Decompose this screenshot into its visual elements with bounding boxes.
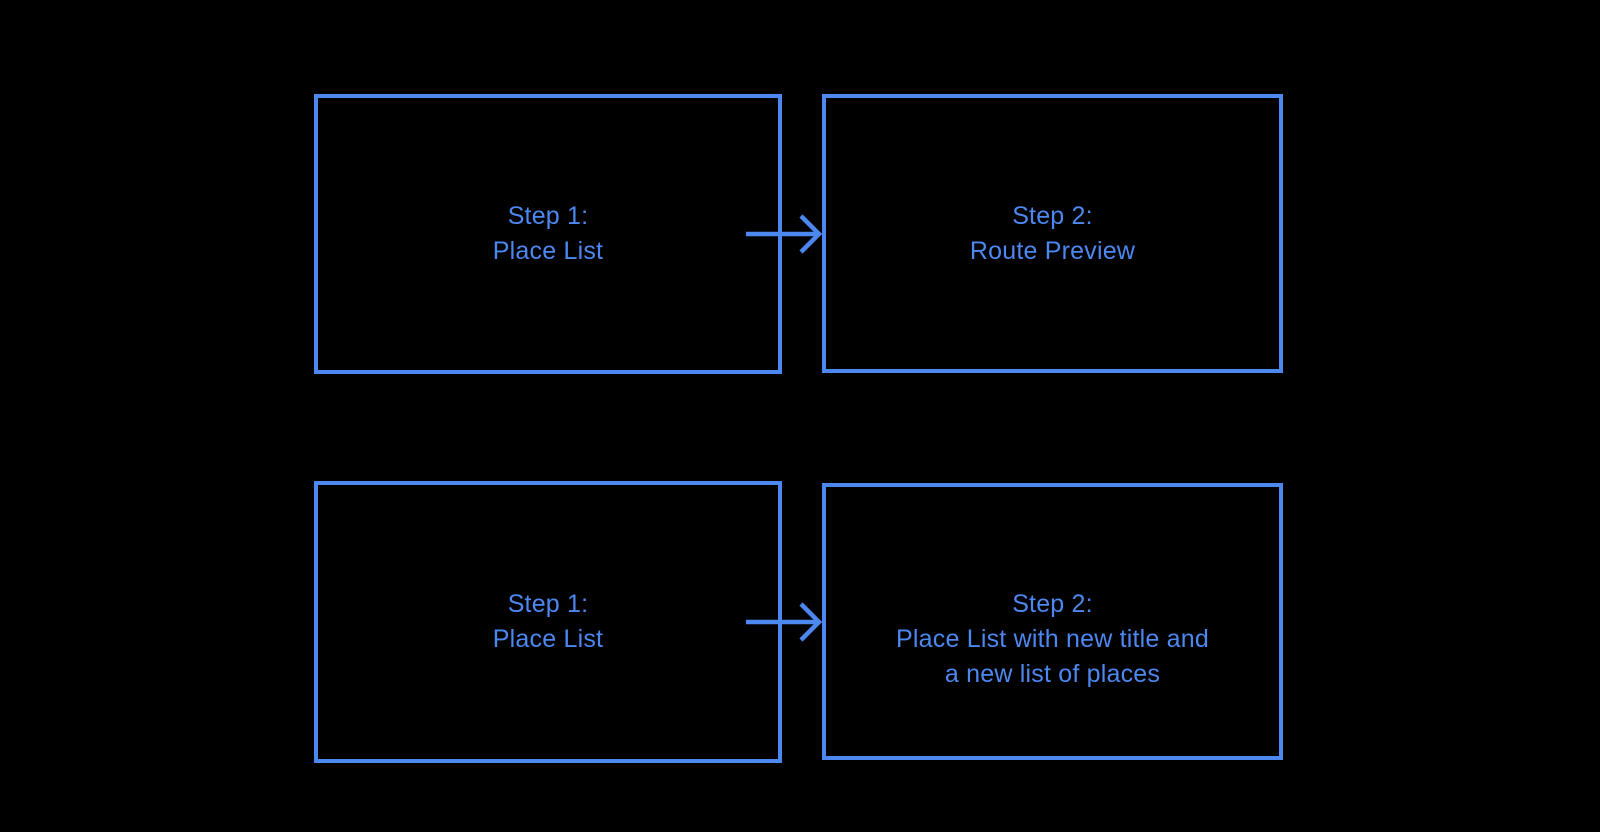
node-step2-route-preview	[822, 94, 1283, 373]
node-text-line: Place List	[492, 237, 604, 265]
node-label-step1-top: Step 1: Place List	[314, 199, 782, 269]
node-label-step2-bottom: Step 2: Place List with new title and a …	[822, 587, 1283, 692]
node-step2-new-place-list	[822, 483, 1283, 760]
node-text-line: Step 1:	[507, 590, 589, 618]
node-text-line: Step 2:	[1012, 202, 1093, 230]
node-label-step2-top: Step 2: Route Preview	[822, 199, 1283, 269]
arrow-head	[799, 214, 823, 254]
node-text-line: a new list of places	[944, 660, 1161, 688]
node-text-line: Step 2:	[1012, 590, 1093, 618]
node-text-line: Place List with new title and	[896, 625, 1209, 653]
node-text-line: Route Preview	[969, 237, 1136, 265]
arrow-head	[799, 602, 823, 642]
node-label-step1-bottom: Step 1: Place List	[314, 587, 782, 657]
node-text-line: Step 1:	[507, 202, 589, 230]
node-text-line: Place List	[492, 625, 604, 653]
